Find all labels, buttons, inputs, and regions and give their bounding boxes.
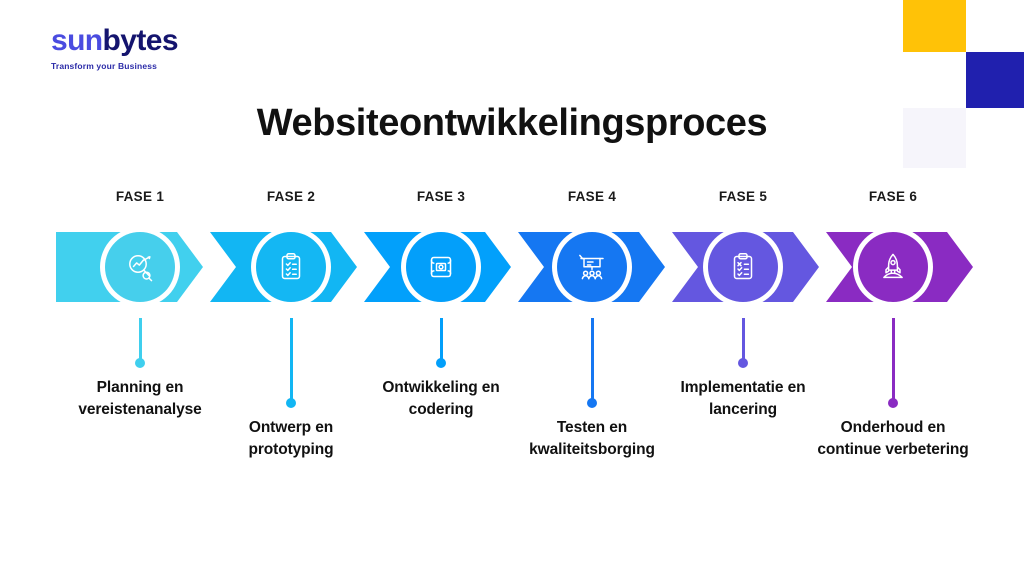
phase-connector-5 bbox=[738, 318, 748, 368]
phase-node-disc-4 bbox=[557, 232, 627, 302]
phase-connector-4 bbox=[587, 318, 597, 408]
phase-node-5[interactable] bbox=[703, 227, 783, 307]
phase-node-disc-1 bbox=[105, 232, 175, 302]
phase-label-1: FASE 1 bbox=[115, 189, 165, 204]
phase-label-2: FASE 2 bbox=[266, 189, 316, 204]
phase-label-row: FASE 1 FASE 2 FASE 3 FASE 4 FASE 5 FASE 6 bbox=[0, 189, 1024, 209]
phase-connector-dot-1 bbox=[135, 358, 145, 368]
phase-label-3: FASE 3 bbox=[416, 189, 466, 204]
phase-connector-6 bbox=[888, 318, 898, 408]
phase-node-3[interactable] bbox=[401, 227, 481, 307]
rocket-launch-icon bbox=[877, 251, 909, 283]
phase-description-4: Testen en kwaliteitsborging bbox=[529, 419, 655, 459]
phase-connector-1 bbox=[135, 318, 145, 368]
logo-tagline: Transform your Business bbox=[51, 61, 157, 71]
logo-word-sun: sun bbox=[51, 24, 103, 57]
clipboard-check-x-icon bbox=[727, 251, 759, 283]
yellow-square-decoration bbox=[903, 0, 966, 52]
phase-connector-dot-4 bbox=[587, 398, 597, 408]
phase-node-2[interactable] bbox=[251, 227, 331, 307]
phase-connector-dot-6 bbox=[888, 398, 898, 408]
phase-connector-stem-3 bbox=[439, 318, 443, 363]
phase-description-6: Onderhoud en continue verbetering bbox=[817, 419, 969, 459]
magnifier-chart-icon bbox=[124, 251, 156, 283]
phase-connector-2 bbox=[286, 318, 296, 408]
phase-node-4[interactable] bbox=[552, 227, 632, 307]
presentation-team-icon bbox=[576, 251, 608, 283]
phase-node-disc-6 bbox=[858, 232, 928, 302]
blue-square-decoration bbox=[966, 52, 1024, 108]
sunbytes-logo: sunbytes Transform your Business bbox=[51, 26, 201, 72]
page-title: Websiteontwikkelingsproces bbox=[256, 102, 768, 144]
phase-description-2: Ontwerp en prototyping bbox=[248, 419, 334, 459]
logo-wordmark: sunbytes bbox=[51, 26, 201, 56]
phase-label-5: FASE 5 bbox=[718, 189, 768, 204]
phase-label-6: FASE 6 bbox=[868, 189, 918, 204]
phase-description-1: Planning en vereistenanalyse bbox=[78, 379, 202, 419]
phase-node-1[interactable] bbox=[100, 227, 180, 307]
phase-connector-stem-1 bbox=[138, 318, 142, 363]
phase-connector-3 bbox=[436, 318, 446, 368]
clipboard-checklist-icon bbox=[275, 251, 307, 283]
blueprint-icon bbox=[425, 251, 457, 283]
phase-description-5: Implementatie en lancering bbox=[680, 379, 806, 419]
phase-node-disc-3 bbox=[406, 232, 476, 302]
phase-connector-stem-4 bbox=[590, 318, 594, 403]
phase-node-disc-2 bbox=[256, 232, 326, 302]
logo-word-bytes: bytes bbox=[102, 24, 179, 57]
phase-connector-dot-5 bbox=[738, 358, 748, 368]
phase-connector-stem-5 bbox=[741, 318, 745, 363]
pale-square-decoration bbox=[903, 108, 966, 168]
phase-label-4: FASE 4 bbox=[567, 189, 617, 204]
phase-description-3: Ontwikkeling en codering bbox=[382, 379, 500, 419]
phase-node-6[interactable] bbox=[853, 227, 933, 307]
phase-connector-stem-6 bbox=[891, 318, 895, 403]
phase-node-disc-5 bbox=[708, 232, 778, 302]
phase-connector-dot-2 bbox=[286, 398, 296, 408]
phase-connector-stem-2 bbox=[289, 318, 293, 403]
phase-connector-dot-3 bbox=[436, 358, 446, 368]
